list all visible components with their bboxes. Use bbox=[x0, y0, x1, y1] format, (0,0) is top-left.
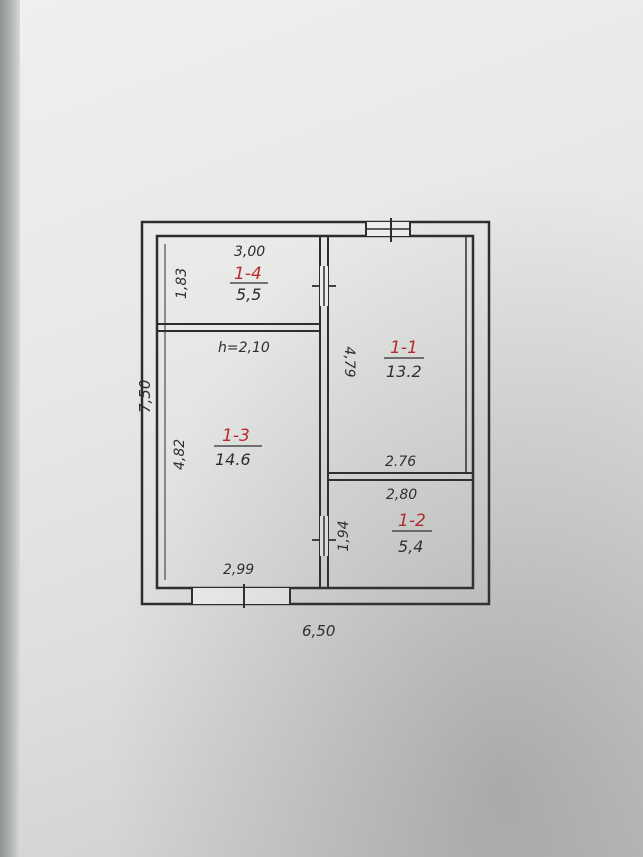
room14-number: 1-4 bbox=[234, 264, 262, 284]
door-marks bbox=[312, 266, 336, 556]
room12-depth-label: 1,94 bbox=[336, 520, 352, 551]
overall-width-label: 6,50 bbox=[302, 622, 335, 640]
outer-wall-inner-line bbox=[155, 234, 475, 590]
room11-area: 13.2 bbox=[386, 362, 422, 381]
room14-area: 5,5 bbox=[236, 285, 261, 304]
room12-area: 5,4 bbox=[398, 537, 423, 556]
room11-depth-label: 4,79 bbox=[341, 346, 357, 377]
room13-width-label: 2,99 bbox=[223, 562, 254, 578]
door-bottom bbox=[191, 584, 291, 608]
outer-wall-outer-line bbox=[140, 220, 491, 606]
room12-width-label: 2,80 bbox=[386, 487, 417, 503]
room14-depth-label: 1,83 bbox=[174, 268, 190, 299]
room11-number: 1-1 bbox=[390, 338, 418, 358]
room13-area: 14.6 bbox=[215, 450, 251, 469]
room12-number: 1-2 bbox=[398, 511, 426, 531]
overall-height-label: 7,50 bbox=[136, 380, 154, 413]
room13-number: 1-3 bbox=[222, 426, 250, 446]
interior-walls bbox=[157, 236, 473, 588]
window-top bbox=[365, 218, 411, 242]
ceiling-height-label: h=2,10 bbox=[218, 340, 270, 356]
room11-width-label: 2.76 bbox=[385, 454, 416, 470]
room13-depth-label: 4,82 bbox=[172, 439, 188, 470]
room14-width-label: 3,00 bbox=[234, 244, 265, 260]
